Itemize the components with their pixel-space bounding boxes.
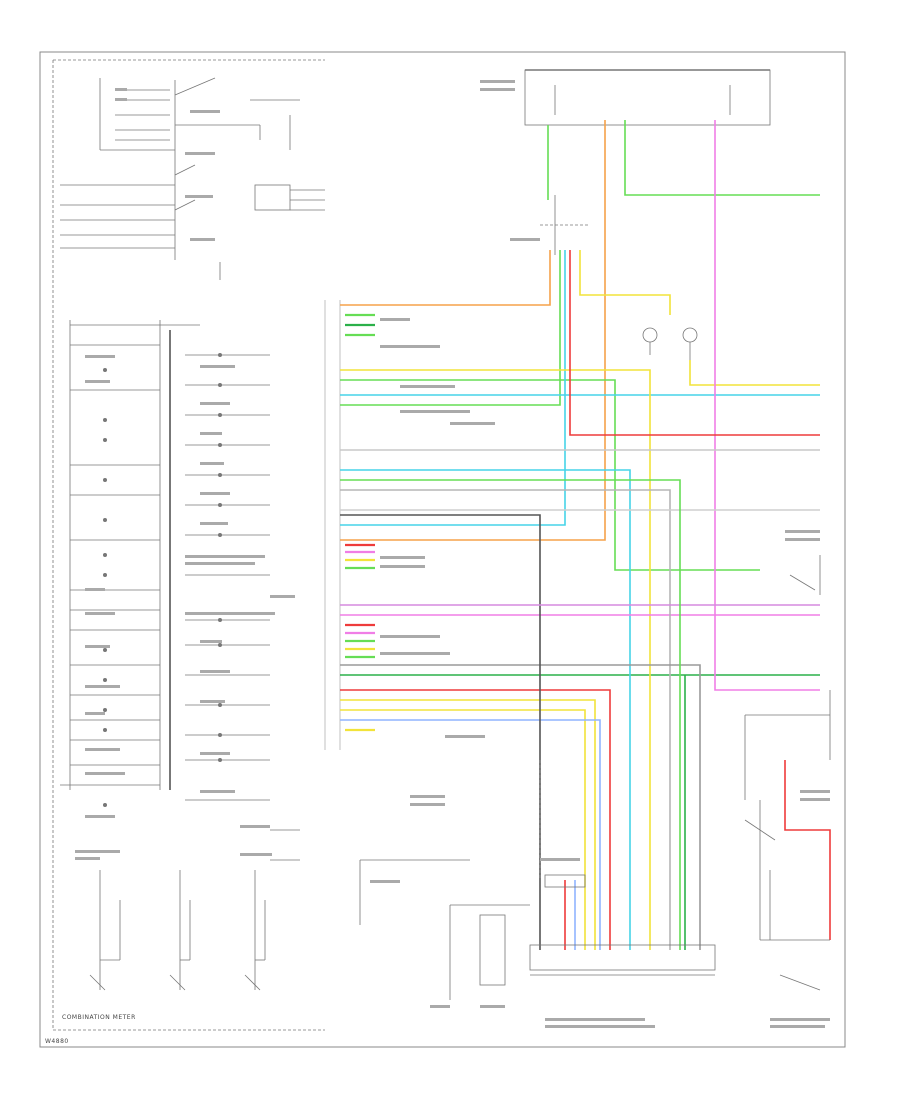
fuse-box-top [524, 69, 771, 255]
wire-stubs [345, 313, 375, 732]
wire-lightblue [340, 719, 601, 950]
wire-orange [340, 250, 551, 306]
wire-yellow-4 [340, 709, 586, 950]
wire-pink [714, 120, 820, 691]
colored-wires [340, 120, 831, 950]
wire-green-right [624, 120, 820, 196]
wire-cyan-3 [340, 250, 566, 526]
wire-orange-2 [340, 120, 606, 541]
diagram-caption: COMBINATION METER [62, 1014, 136, 1021]
lamp-symbols [642, 327, 698, 360]
page-mark: W4880 [45, 1038, 69, 1045]
tiny-label-marks [75, 80, 830, 1028]
wire-red [569, 250, 820, 436]
right-switch-group [744, 555, 831, 991]
wire-red-3 [784, 760, 831, 940]
wire-green-mid3 [340, 479, 681, 950]
wire-yellow-2 [689, 360, 820, 386]
wire-gray [340, 489, 671, 950]
wire-red-2 [340, 689, 611, 950]
wire-yellow-top [579, 250, 671, 315]
combination-meter-panel [52, 59, 325, 1031]
wire-yellow-3 [340, 699, 596, 950]
wire-cyan-2 [340, 469, 631, 950]
wire-green-mid [340, 250, 561, 406]
wire-gray-3 [340, 664, 701, 950]
wire-green-mid2 [340, 379, 760, 571]
wire-black [340, 514, 541, 950]
diagram-frame [39, 51, 846, 1048]
wire-yellow-1 [340, 369, 651, 950]
connector-pin-column [324, 300, 341, 750]
